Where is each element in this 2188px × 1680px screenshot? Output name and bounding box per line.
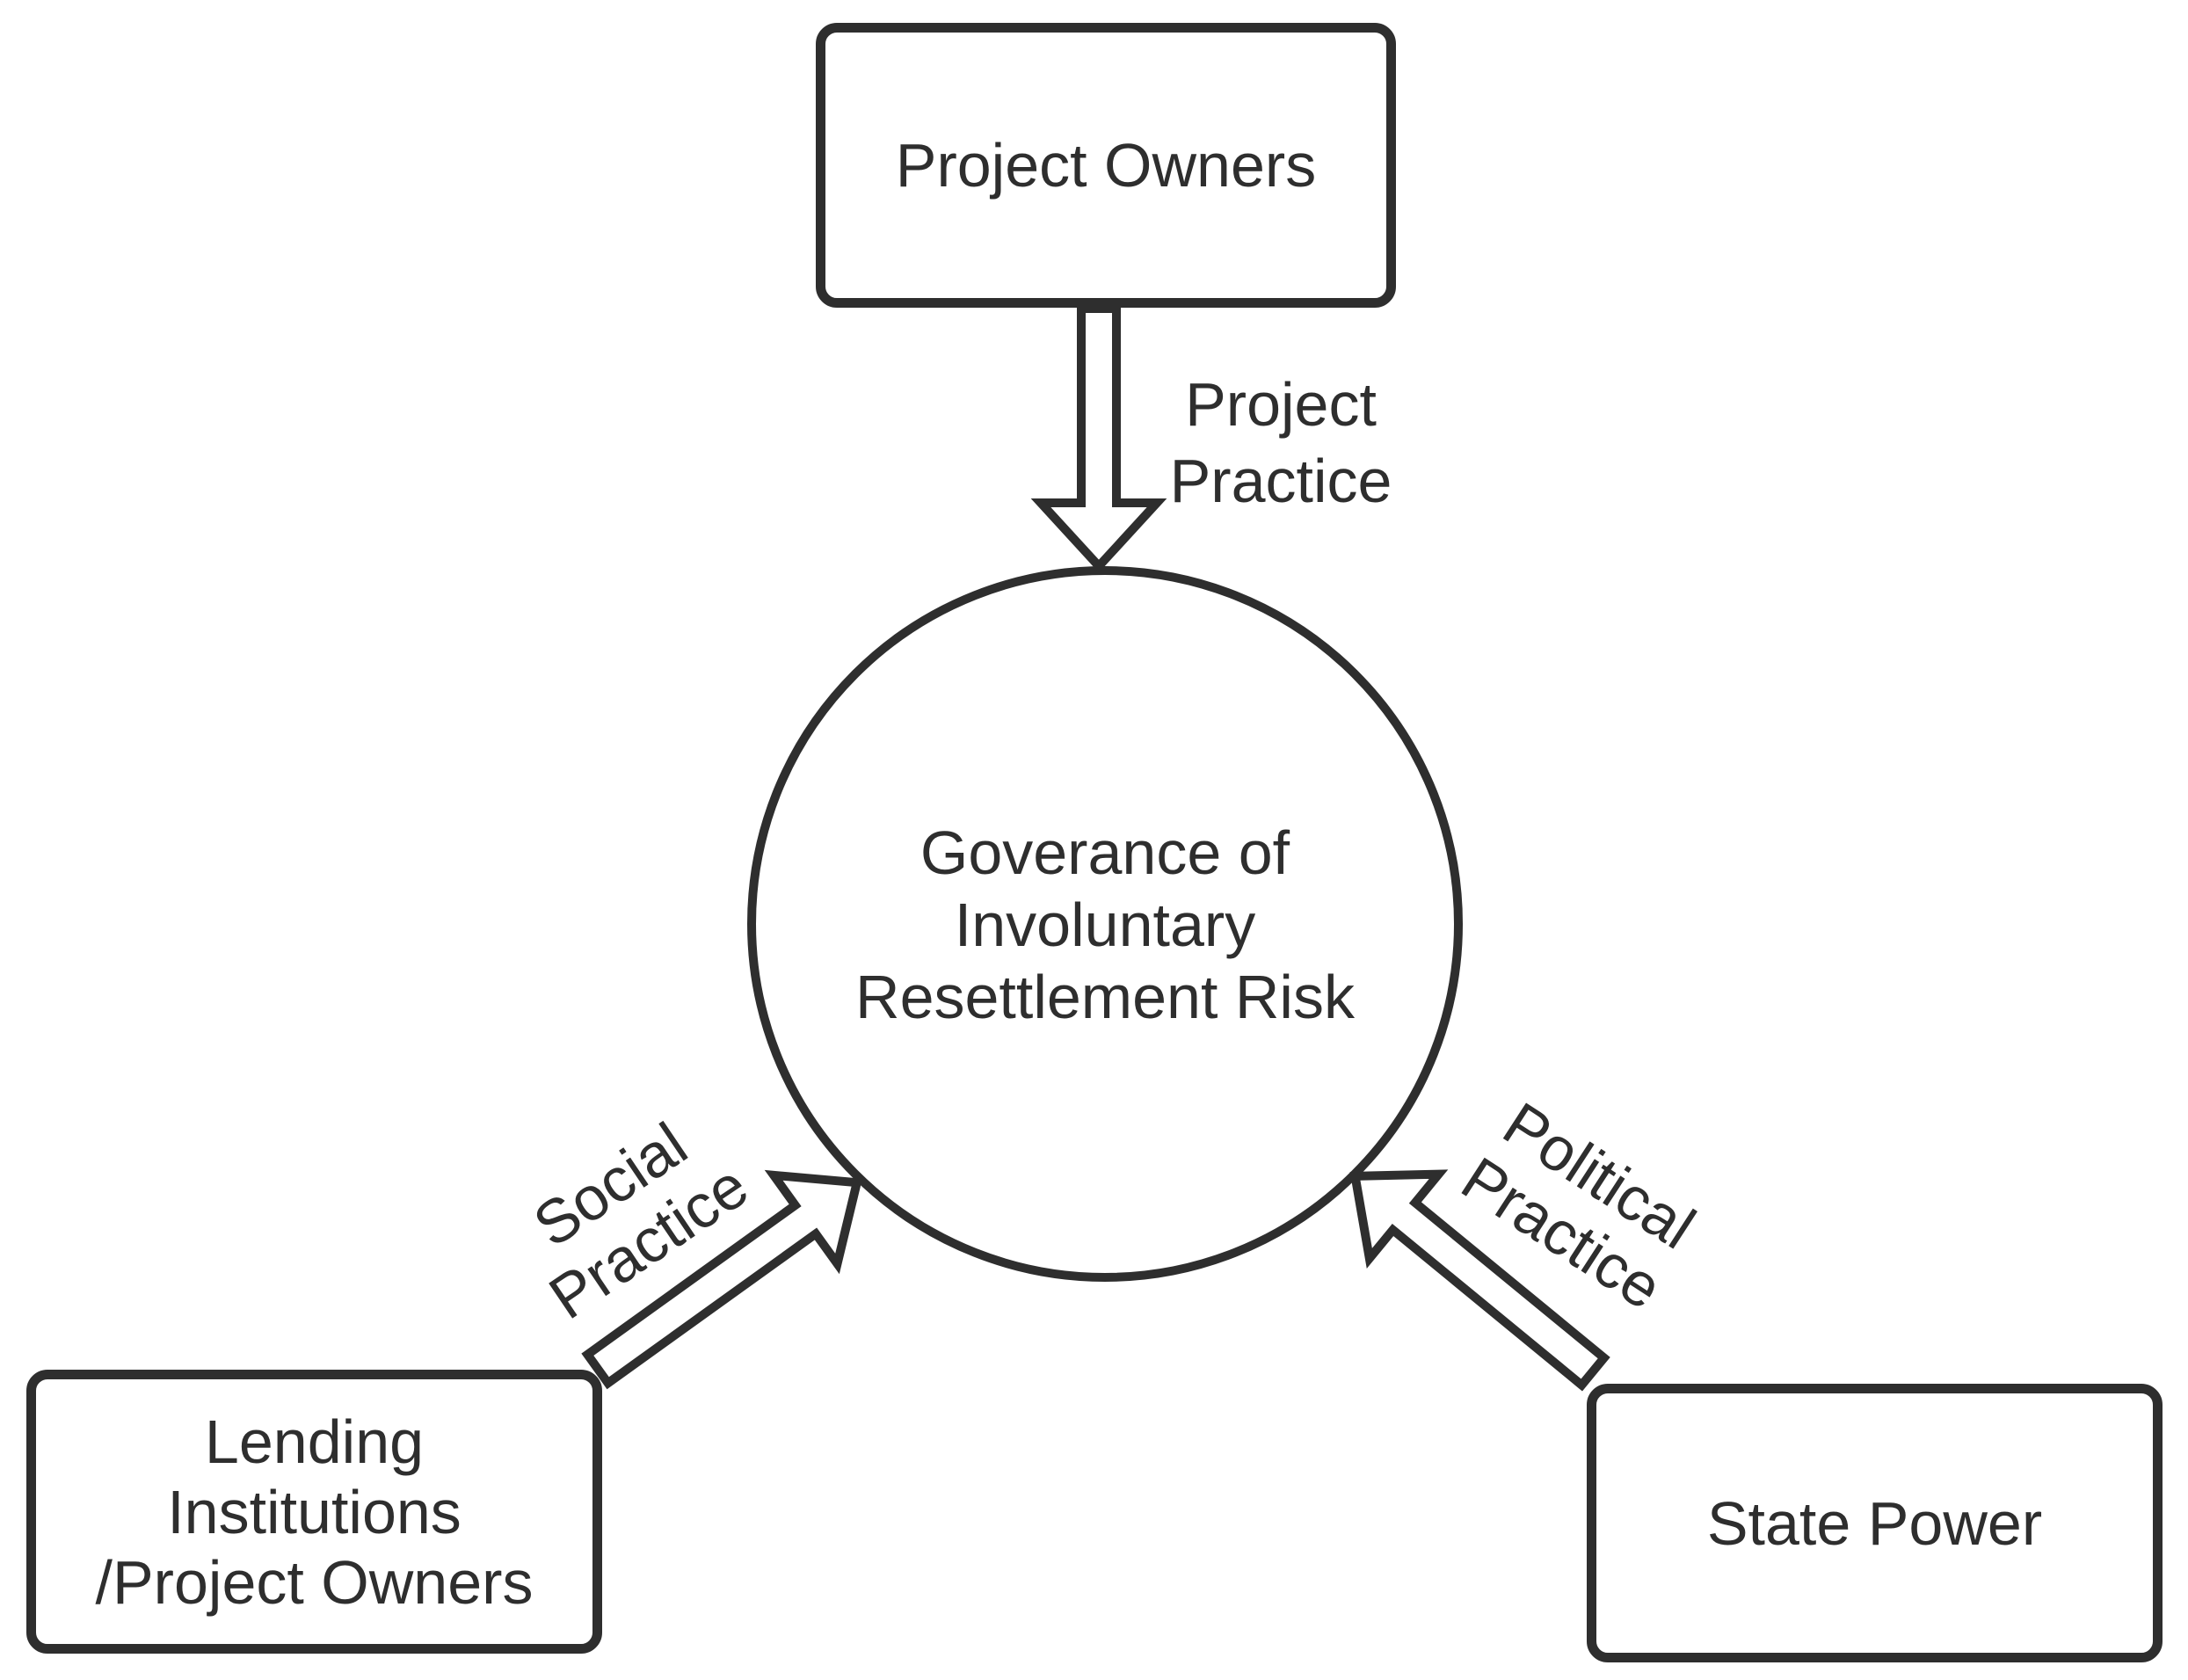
social-practice-arrow (581, 1169, 863, 1390)
governance-circle-label: Goverance of Involuntary Resettlement Ri… (855, 818, 1355, 1031)
node-project-owners-label: Project Owners (895, 131, 1317, 200)
project-practice-arrow (1030, 304, 1167, 573)
node-lending-institutions-label: Lending Institutions /Project Owners (95, 1407, 534, 1617)
political-practice-arrow (1349, 1169, 1610, 1392)
node-state-power-label: State Power (1706, 1488, 2043, 1558)
node-lending-institutions: Lending Institutions /Project Owners (26, 1370, 602, 1654)
edge-label-project-practice: Project Practice (1169, 370, 1392, 515)
node-state-power: State Power (1587, 1384, 2163, 1662)
governance-circle-shape (747, 566, 1463, 1282)
node-project-owners: Project Owners (816, 23, 1396, 308)
